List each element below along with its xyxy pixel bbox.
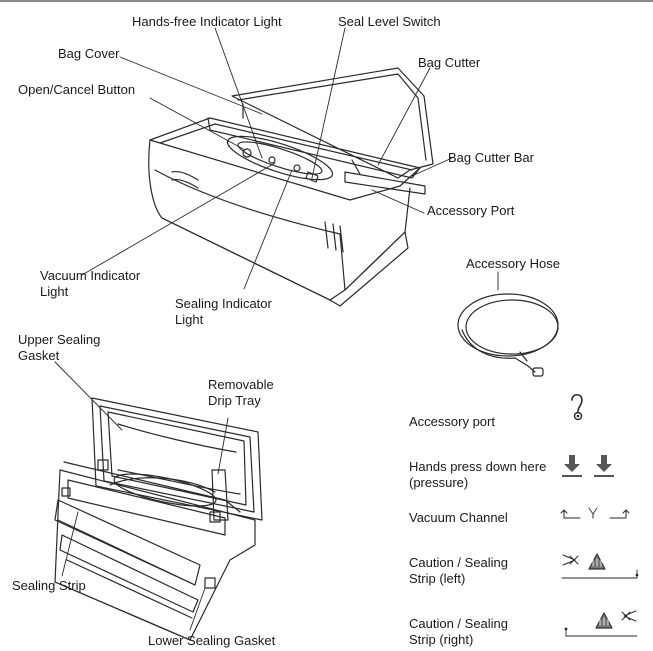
vacuum-sealer-open-illustration bbox=[54, 397, 263, 641]
label-upper-sealing-gasket-line1: Upper Sealing bbox=[18, 332, 101, 347]
legend-caution-right-line2: Strip (right) bbox=[409, 632, 474, 647]
label-lower-sealing-gasket: Lower Sealing Gasket bbox=[148, 633, 276, 648]
caution-heat-icon-left bbox=[561, 553, 639, 579]
label-open-cancel-button: Open/Cancel Button bbox=[18, 82, 136, 97]
label-sealing-strip: Sealing Strip bbox=[12, 578, 86, 593]
label-upper-sealing-gasket: Upper Sealing Gasket bbox=[18, 332, 100, 364]
label-removable-drip-tray-line1: Removable bbox=[208, 377, 274, 392]
leader-lines-top bbox=[81, 27, 453, 290]
label-bag-cover: Bag Cover bbox=[58, 46, 120, 61]
label-sealing-indicator-light: Sealing Indicator Light bbox=[175, 296, 272, 328]
label-removable-drip-tray-line2: Drip Tray bbox=[208, 393, 261, 408]
legend-accessory-port: Accessory port bbox=[409, 414, 495, 429]
legend-hands-press-line2: (pressure) bbox=[409, 475, 469, 490]
leader-lines-bottom bbox=[54, 361, 229, 631]
top-rule bbox=[0, 0, 653, 2]
accessory-port-icon bbox=[571, 393, 583, 421]
label-sealing-indicator-line1: Sealing Indicator bbox=[175, 296, 272, 311]
legend-icons bbox=[560, 393, 639, 637]
legend-vacuum-channel: Vacuum Channel bbox=[409, 510, 508, 525]
legend-caution-left-line1: Caution / Sealing bbox=[409, 555, 509, 570]
label-sealing-indicator-line2: Light bbox=[175, 312, 204, 327]
legend-caution-right: Caution / Sealing Strip (right) bbox=[409, 616, 508, 648]
legend-caution-right-line1: Caution / Sealing bbox=[409, 616, 509, 631]
vacuum-channel-icon bbox=[560, 507, 630, 519]
label-seal-level-switch: Seal Level Switch bbox=[338, 14, 441, 29]
label-bag-cutter: Bag Cutter bbox=[418, 55, 481, 70]
label-vacuum-indicator-line2: Light bbox=[40, 284, 69, 299]
label-vacuum-indicator-light: Vacuum Indicator Light bbox=[40, 268, 140, 300]
label-vacuum-indicator-line1: Vacuum Indicator bbox=[40, 268, 141, 283]
accessory-hose-illustration bbox=[457, 271, 559, 377]
legend-hands-press-line1: Hands press down here bbox=[409, 459, 547, 474]
label-accessory-port: Accessory Port bbox=[427, 203, 515, 218]
label-accessory-hose: Accessory Hose bbox=[466, 256, 560, 271]
vacuum-sealer-closed-illustration bbox=[148, 67, 434, 307]
label-upper-sealing-gasket-line2: Gasket bbox=[18, 348, 60, 363]
legend-hands-press-down: Hands press down here (pressure) bbox=[409, 459, 546, 491]
label-hands-free-indicator-light: Hands-free Indicator Light bbox=[132, 14, 282, 29]
caution-heat-icon-right bbox=[564, 610, 638, 637]
legend-caution-left-line2: Strip (left) bbox=[409, 571, 466, 586]
legend-caution-left: Caution / Sealing Strip (left) bbox=[409, 555, 508, 587]
press-down-arrow-icon bbox=[562, 455, 614, 477]
label-removable-drip-tray: Removable Drip Tray bbox=[208, 377, 274, 409]
label-bag-cutter-bar: Bag Cutter Bar bbox=[448, 150, 534, 165]
